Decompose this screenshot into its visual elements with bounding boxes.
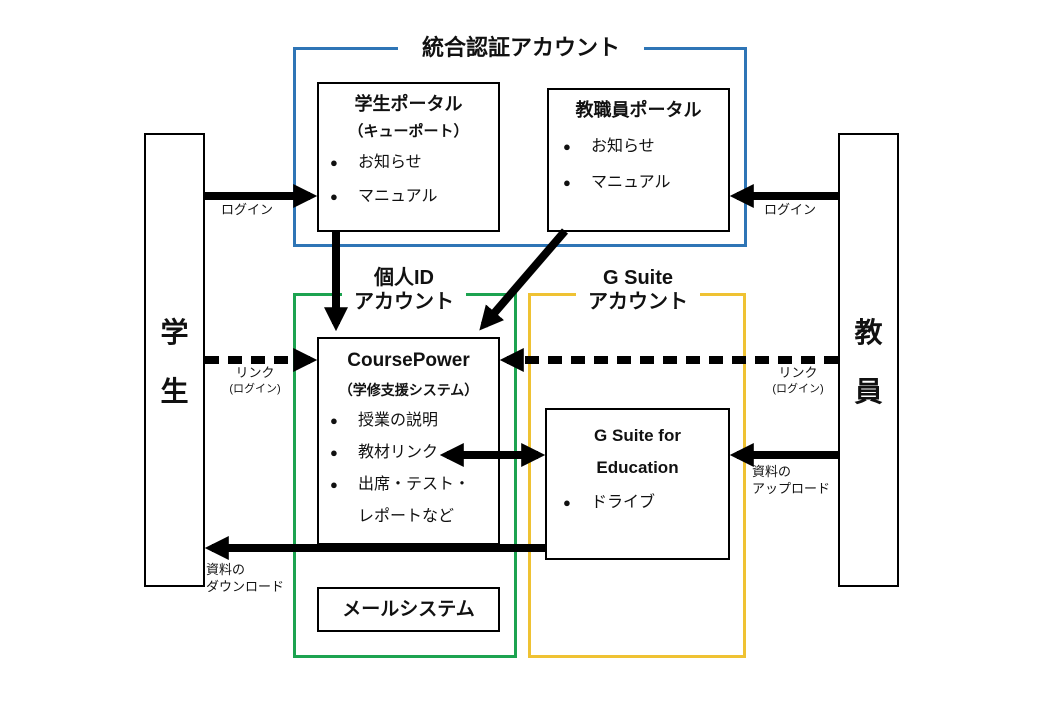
label-link-right-line2: (ログイン) bbox=[772, 383, 824, 395]
gsuite-education-title: G Suite for Education bbox=[547, 420, 728, 484]
gsuite-education-list: ● ドライブ bbox=[547, 493, 728, 513]
personal-id-title-line1: 個人ID bbox=[374, 267, 434, 289]
list-item-label: お知らせ bbox=[358, 154, 422, 171]
gsuite-title-line1: G Suite bbox=[602, 267, 673, 289]
bullet-icon: ● bbox=[330, 413, 338, 428]
list-item-label: マニュアル bbox=[358, 188, 438, 205]
list-item-label: レポートなど bbox=[358, 508, 455, 525]
list-item: ● ドライブ bbox=[563, 493, 728, 513]
list-item-label: 教材リンク bbox=[358, 444, 439, 461]
list-item: ● マニュアル bbox=[563, 173, 728, 193]
list-item-continuation: ● レポートなど bbox=[330, 507, 498, 527]
staff-portal-list: ● お知らせ ● マニュアル bbox=[549, 137, 728, 193]
list-item-label: マニュアル bbox=[591, 174, 671, 191]
actor-teacher-box: 教 員 bbox=[838, 133, 899, 587]
gsuite-group-title: G Suite アカウント bbox=[576, 266, 700, 314]
list-item: ● マニュアル bbox=[330, 187, 498, 207]
label-login-left: ログイン bbox=[221, 202, 274, 217]
bullet-icon: ● bbox=[330, 155, 338, 170]
label-link-right-line1: リンク bbox=[778, 365, 818, 380]
bullet-icon: ● bbox=[330, 477, 338, 492]
gsuite-education-title-line1: G Suite for bbox=[594, 426, 681, 445]
label-download: 資料の ダウンロード bbox=[206, 561, 284, 595]
gsuite-education-title-line2: Education bbox=[596, 458, 679, 477]
label-download-line2: ダウンロード bbox=[206, 579, 285, 594]
label-link-left-line2: (ログイン) bbox=[229, 383, 281, 395]
coursepower-subtitle: （学修支援システム） bbox=[338, 382, 479, 398]
list-item-label: 授業の説明 bbox=[358, 412, 439, 429]
label-upload: 資料の アップロード bbox=[752, 463, 830, 497]
node-staff-portal: 教職員ポータル ● お知らせ ● マニュアル bbox=[547, 88, 730, 232]
node-mail-system: メールシステム bbox=[317, 587, 500, 632]
coursepower-list: ● 授業の説明 ● 教材リンク ● 出席・テスト・ ● レポートなど bbox=[319, 411, 498, 527]
label-link-left-line1: リンク bbox=[235, 365, 275, 380]
coursepower-title: CoursePower bbox=[347, 350, 470, 371]
personal-id-title-line2: アカウント bbox=[354, 291, 454, 313]
list-item-label: お知らせ bbox=[591, 138, 655, 155]
gsuite-title-line2: アカウント bbox=[588, 291, 688, 313]
label-upload-line2: アップロード bbox=[752, 481, 831, 496]
list-item-label: ドライブ bbox=[591, 494, 656, 511]
label-upload-line1: 資料の bbox=[752, 464, 792, 479]
student-portal-list: ● お知らせ ● マニュアル bbox=[319, 153, 498, 207]
label-download-line1: 資料の bbox=[206, 562, 246, 577]
bullet-icon: ● bbox=[563, 495, 571, 510]
list-item: ● お知らせ bbox=[563, 137, 728, 157]
personal-id-group-title: 個人ID アカウント bbox=[342, 266, 466, 314]
student-portal-subtitle: （キューポート） bbox=[348, 123, 469, 140]
bullet-icon: ● bbox=[563, 175, 571, 190]
bullet-icon: ● bbox=[563, 139, 571, 154]
node-student-portal: 学生ポータル （キューポート） ● お知らせ ● マニュアル bbox=[317, 82, 500, 232]
staff-portal-title: 教職員ポータル bbox=[575, 100, 702, 120]
list-item: ● 出席・テスト・ bbox=[330, 475, 498, 495]
list-item: ● 授業の説明 bbox=[330, 411, 498, 431]
node-coursepower: CoursePower （学修支援システム） ● 授業の説明 ● 教材リンク ●… bbox=[317, 337, 500, 545]
label-link-left: リンク (ログイン) bbox=[224, 364, 286, 398]
list-item: ● 教材リンク bbox=[330, 443, 498, 463]
auth-group-title: 統合認証アカウント bbox=[397, 35, 645, 61]
actor-teacher-char2: 員 bbox=[854, 375, 883, 407]
actor-student-box: 学 生 bbox=[144, 133, 205, 587]
label-link-right: リンク (ログイン) bbox=[767, 364, 829, 398]
bullet-icon: ● bbox=[330, 189, 338, 204]
mail-system-title: メールシステム bbox=[342, 598, 475, 620]
actor-student-char2: 生 bbox=[160, 375, 189, 407]
student-portal-title: 学生ポータル bbox=[354, 94, 463, 114]
bullet-icon: ● bbox=[330, 445, 338, 460]
node-gsuite-education: G Suite for Education ● ドライブ bbox=[545, 408, 730, 560]
list-item: ● お知らせ bbox=[330, 153, 498, 173]
list-item-label: 出席・テスト・ bbox=[358, 476, 471, 493]
label-login-right: ログイン bbox=[764, 202, 817, 217]
actor-teacher-char1: 教 bbox=[854, 316, 883, 348]
actor-student-char1: 学 bbox=[160, 316, 189, 348]
